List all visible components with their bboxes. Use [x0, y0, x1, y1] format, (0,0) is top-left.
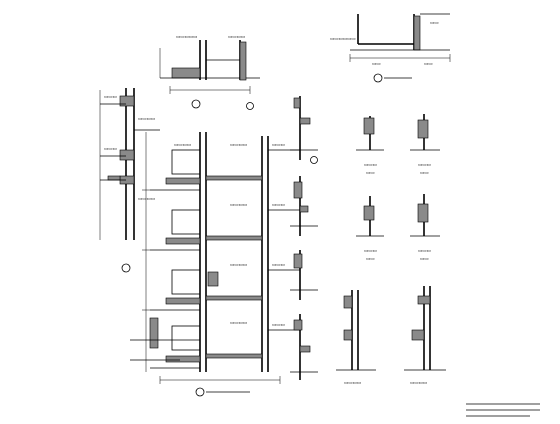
svg-text:▭▭▭: ▭▭▭: [272, 203, 285, 208]
svg-text:▭▭: ▭▭: [420, 257, 429, 262]
detail-top-right: ▭▭ ▭▭▭▭▭▭ ▭▭ ▭▭: [330, 13, 451, 83]
svg-text:▭▭▭▭: ▭▭▭▭: [230, 143, 247, 148]
marker-left-column: [121, 263, 131, 273]
svg-text:▭▭▭▭▭▭: ▭▭▭▭▭▭: [330, 37, 356, 42]
svg-text:▭▭: ▭▭: [372, 62, 381, 67]
svg-text:▭▭: ▭▭: [430, 21, 439, 26]
svg-text:▭▭: ▭▭: [420, 171, 429, 176]
svg-text:▭▭▭▭: ▭▭▭▭: [410, 381, 427, 386]
detail-main-elevation: ▭▭▭▭ ▭▭▭▭ ▭▭▭▭ ▭▭▭▭ ▭▭▭▭ ▭▭▭ ▭▭▭ ▭▭▭ ▭▭▭: [130, 132, 300, 397]
detail-left-column: ▭▭▭ ▭▭▭ ▭▭▭▭ ▭▭▭▭: [99, 88, 160, 273]
svg-text:▭▭▭: ▭▭▭: [418, 163, 431, 168]
detail-top-center: ▭▭▭▭▭ ▭▭▭▭: [159, 35, 260, 110]
svg-text:▭▭▭▭: ▭▭▭▭: [138, 117, 155, 122]
svg-text:▭▭▭▭: ▭▭▭▭: [344, 381, 361, 386]
svg-text:▭▭▭▭: ▭▭▭▭: [174, 143, 191, 148]
svg-text:▭▭▭: ▭▭▭: [104, 147, 117, 152]
svg-text:▭▭▭▭: ▭▭▭▭: [230, 263, 247, 268]
notes-block: [466, 403, 540, 417]
detail-right-stack: [290, 96, 318, 380]
svg-text:▭▭▭: ▭▭▭: [272, 323, 285, 328]
svg-text:▭▭▭▭: ▭▭▭▭: [228, 35, 245, 40]
svg-text:▭▭▭: ▭▭▭: [272, 143, 285, 148]
svg-text:▭▭▭▭: ▭▭▭▭: [230, 321, 247, 326]
svg-text:▭▭▭: ▭▭▭: [364, 249, 377, 254]
marker-top-right: [373, 73, 383, 83]
svg-text:▭▭▭: ▭▭▭: [272, 263, 285, 268]
svg-text:▭▭▭: ▭▭▭: [364, 163, 377, 168]
svg-text:▭▭▭▭: ▭▭▭▭: [230, 203, 247, 208]
svg-text:▭▭▭▭: ▭▭▭▭: [138, 197, 155, 202]
marker-top-center: [191, 99, 201, 109]
detail-grid-right: ▭▭▭ ▭▭ ▭▭▭ ▭▭ ▭▭▭ ▭▭ ▭▭▭ ▭▭ ▭▭▭▭ ▭▭▭▭: [336, 114, 446, 386]
svg-text:▭▭: ▭▭: [424, 62, 433, 67]
marker-right-small: [310, 156, 318, 164]
svg-text:▭▭▭▭▭: ▭▭▭▭▭: [176, 35, 197, 40]
svg-text:▭▭: ▭▭: [366, 171, 375, 176]
svg-text:▭▭▭: ▭▭▭: [418, 249, 431, 254]
marker-bottom-main: [195, 387, 205, 397]
svg-text:▭▭▭: ▭▭▭: [104, 95, 117, 100]
svg-text:▭▭: ▭▭: [366, 257, 375, 262]
